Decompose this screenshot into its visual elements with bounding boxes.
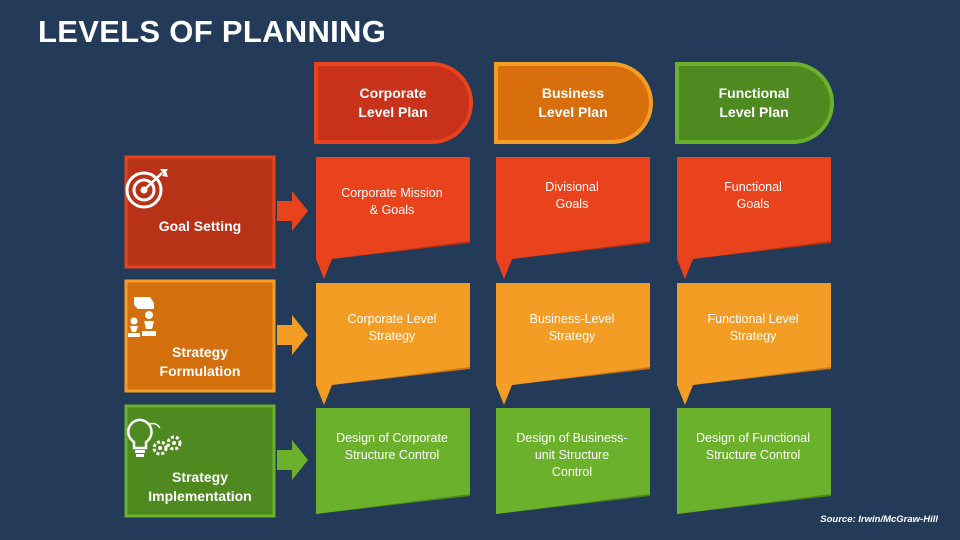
- row-label-text: Goal Setting: [158, 218, 242, 234]
- column-header-label: Business Level Plan: [538, 85, 608, 120]
- column-header-label: Functional Level Plan: [718, 85, 790, 120]
- cell-text: Functional Level Strategy: [707, 312, 799, 343]
- source-note: Source: Irwin/McGraw-Hill: [820, 514, 938, 525]
- cell-formulation-functional: Functional Level Strategy: [675, 281, 835, 405]
- row-label-strategy-formulation: Strategy Formulation: [124, 279, 310, 393]
- row-label-text: Strategy Formulation: [159, 344, 241, 379]
- cell-text: Business-Level Strategy: [529, 312, 615, 343]
- column-header-label: Corporate Level Plan: [358, 85, 428, 120]
- cell-text: Corporate Mission & Goals: [341, 186, 443, 217]
- row-label-strategy-implementation: Strategy Implementation: [124, 404, 310, 518]
- cell-implementation-functional: Design of Functional Structure Control: [675, 406, 835, 518]
- column-header-corporate: Corporate Level Plan: [314, 62, 474, 144]
- cell-goal-corporate: Corporate Mission & Goals: [314, 155, 474, 279]
- column-header-functional: Functional Level Plan: [675, 62, 835, 144]
- cell-text: Design of Corporate Structure Control: [336, 431, 448, 462]
- cell-text: Design of Functional Structure Control: [696, 431, 810, 462]
- row-label-goal-setting: Goal Setting: [124, 155, 310, 269]
- cell-text: Design of Business- unit Structure Contr…: [516, 431, 628, 479]
- cell-formulation-business: Business-Level Strategy: [494, 281, 654, 405]
- cell-text: Divisional Goals: [545, 180, 599, 211]
- cell-implementation-business: Design of Business- unit Structure Contr…: [494, 406, 654, 518]
- cell-text: Corporate Level Strategy: [347, 312, 437, 343]
- cell-formulation-corporate: Corporate Level Strategy: [314, 281, 474, 405]
- cell-implementation-corporate: Design of Corporate Structure Control: [314, 406, 474, 518]
- cell-goal-functional: Functional Goals: [675, 155, 835, 279]
- cell-goal-business: Divisional Goals: [494, 155, 654, 279]
- page-title: LEVELS OF PLANNING: [38, 14, 387, 49]
- cell-text: Functional Goals: [724, 180, 782, 211]
- row-label-text: Strategy Implementation: [148, 469, 252, 504]
- column-header-business: Business Level Plan: [494, 62, 654, 144]
